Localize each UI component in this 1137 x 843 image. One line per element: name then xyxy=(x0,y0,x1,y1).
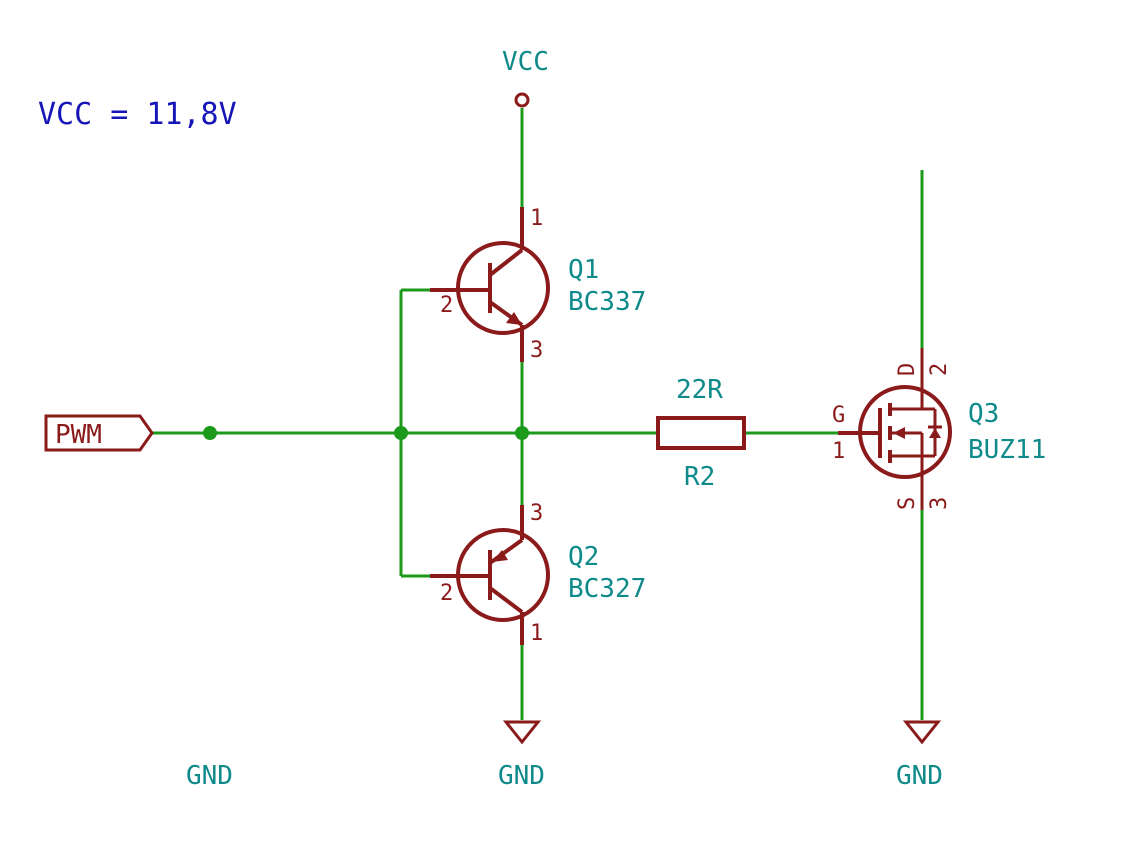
q1-pin-base: 2 xyxy=(440,293,453,318)
r2-resistor[interactable] xyxy=(656,416,746,450)
r2-value: 22R xyxy=(676,375,723,405)
q3-gate-name: G xyxy=(832,403,845,428)
q3-drain-pin: 2 xyxy=(927,363,952,376)
q3-source-pin: 3 xyxy=(927,497,952,510)
q1-value: BC337 xyxy=(568,287,646,317)
q2-ref: Q2 xyxy=(568,542,599,572)
q1-ref: Q1 xyxy=(568,255,599,285)
q1-transistor[interactable] xyxy=(430,207,550,362)
q1-pin-collector: 1 xyxy=(530,206,543,231)
vcc-power-symbol[interactable] xyxy=(514,92,530,108)
gnd-symbol-right[interactable] xyxy=(902,720,942,745)
gnd-symbol-center[interactable] xyxy=(502,720,542,745)
r2-ref: R2 xyxy=(684,462,715,492)
junction-pwm xyxy=(203,426,217,440)
q3-source-name: S xyxy=(895,497,920,510)
q2-value: BC327 xyxy=(568,574,646,604)
pwm-label: PWM xyxy=(55,420,102,450)
q2-emitter-arrow xyxy=(492,550,508,562)
vcc-label: VCC xyxy=(502,47,549,77)
q1-pin-emitter: 3 xyxy=(530,338,543,363)
gnd-label-right: GND xyxy=(896,761,943,791)
junction-bases xyxy=(394,426,408,440)
vcc-value-note: VCC = 11,8V xyxy=(38,97,237,132)
q3-drain-name: D xyxy=(895,363,920,376)
q2-pin-emitter: 3 xyxy=(530,501,543,526)
q1-emitter-arrow xyxy=(506,312,522,325)
gnd-label-center: GND xyxy=(498,761,545,791)
q2-pin-collector: 1 xyxy=(530,621,543,646)
pwm-port[interactable]: PWM xyxy=(44,414,154,452)
q3-gate-pin: 1 xyxy=(832,439,845,464)
q3-mosfet[interactable] xyxy=(838,348,952,510)
junction-emitters xyxy=(515,426,529,440)
gnd-label-left: GND xyxy=(186,761,233,791)
q2-transistor[interactable] xyxy=(430,505,550,645)
q2-pin-base: 2 xyxy=(440,581,453,606)
q3-ref: Q3 xyxy=(968,399,999,429)
q3-value: BUZ11 xyxy=(968,435,1046,465)
